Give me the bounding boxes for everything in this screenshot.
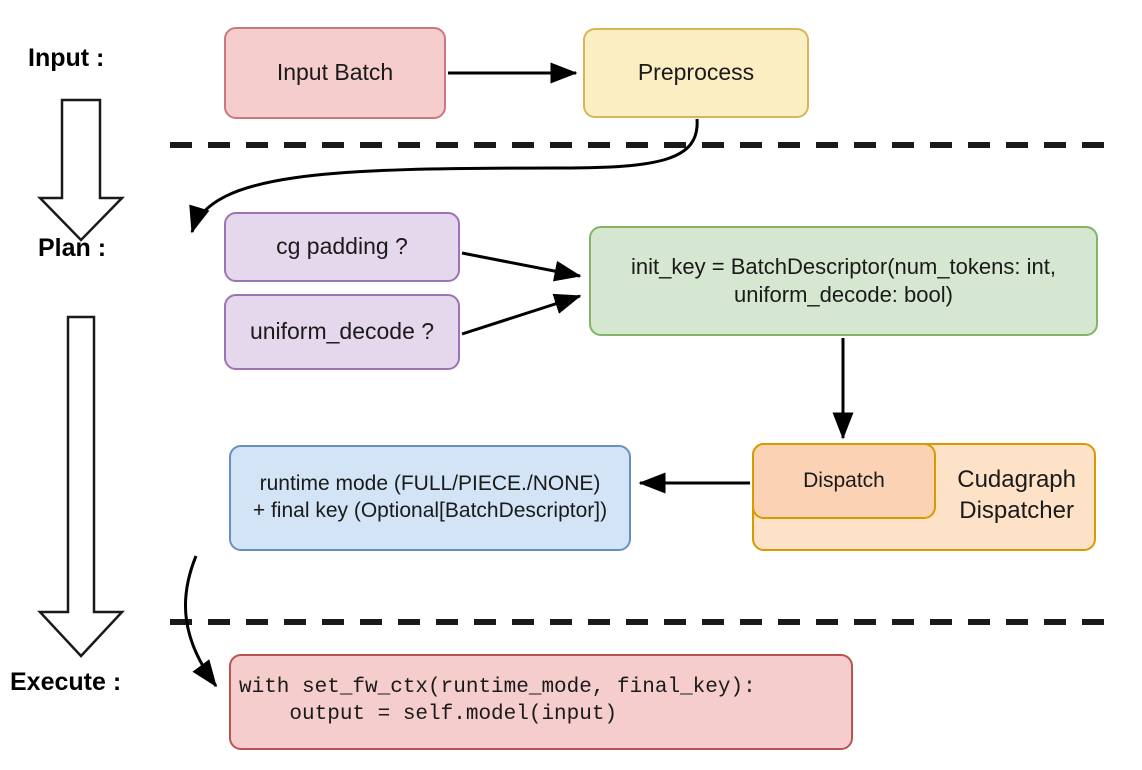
node-cg-padding-label: cg padding ? [276, 233, 408, 260]
node-dispatch[interactable]: Dispatch [752, 443, 936, 519]
node-input-batch[interactable]: Input Batch [224, 27, 446, 119]
node-cg-padding[interactable]: cg padding ? [224, 212, 460, 282]
node-runtime-mode[interactable]: runtime mode (FULL/PIECE./NONE) + final … [229, 445, 631, 551]
stage-label-input: Input : [28, 44, 105, 72]
node-exec-code-line2: output = self.model(input) [239, 703, 618, 726]
stage-label-plan: Plan : [38, 234, 107, 262]
node-init-key[interactable]: init_key = BatchDescriptor(num_tokens: i… [589, 226, 1098, 336]
node-exec-code-line1: with set_fw_ctx(runtime_mode, final_key)… [239, 676, 756, 700]
node-init-key-line1: init_key = BatchDescriptor(num_tokens: i… [631, 253, 1056, 279]
node-exec-code[interactable]: with set_fw_ctx(runtime_mode, final_key)… [229, 654, 853, 750]
node-dispatch-label: Dispatch [803, 468, 885, 492]
node-input-batch-label: Input Batch [276, 59, 394, 86]
node-cudagraph-dispatcher-line2: Dispatcher [959, 497, 1074, 524]
edge-runtime-mode-to-exec-code [183, 555, 218, 688]
node-cudagraph-dispatcher-line1: Cudagraph [957, 466, 1076, 494]
node-preprocess[interactable]: Preprocess [583, 28, 809, 118]
node-init-key-text: init_key = BatchDescriptor(num_tokens: i… [631, 253, 1056, 309]
node-runtime-mode-line2: + final key (Optional[BatchDescriptor]) [252, 499, 608, 522]
node-init-key-line2: uniform_decode: bool) [734, 282, 953, 307]
edge-uniform-decode-to-init-key [461, 293, 582, 336]
node-runtime-mode-line1: runtime mode (FULL/PIECE./NONE) [259, 472, 601, 496]
edge-cg-padding-to-init-key [461, 251, 582, 282]
stage-label-execute: Execute : [10, 668, 122, 696]
stage-arrow-plan-to-execute [37, 315, 125, 658]
node-runtime-mode-text: runtime mode (FULL/PIECE./NONE) + final … [253, 471, 607, 525]
node-preprocess-label: Preprocess [637, 59, 755, 86]
node-uniform-decode-label: uniform_decode ? [249, 318, 435, 345]
node-uniform-decode[interactable]: uniform_decode ? [224, 294, 460, 370]
node-exec-code-text: with set_fw_ctx(runtime_mode, final_key)… [239, 675, 756, 729]
node-cudagraph-dispatcher-text: Cudagraph Dispatcher [957, 465, 1076, 526]
stage-arrow-input-to-plan [37, 98, 125, 242]
